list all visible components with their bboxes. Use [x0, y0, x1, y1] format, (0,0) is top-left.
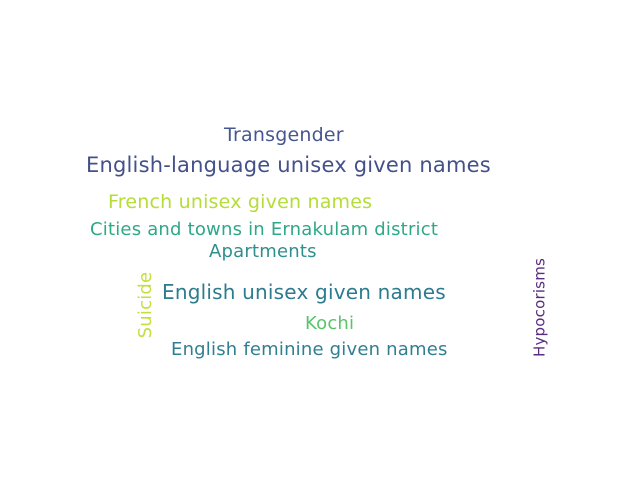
word-english-unisex-given-names: English unisex given names — [162, 280, 446, 304]
word-kochi: Kochi — [305, 313, 355, 334]
word-cities-and-towns-in-ernakulam-district: Cities and towns in Ernakulam district — [90, 219, 439, 240]
word-apartments: Apartments — [209, 241, 317, 262]
word-english-feminine-given-names: English feminine given names — [171, 339, 448, 360]
word-transgender: Transgender — [224, 124, 344, 146]
word-french-unisex-given-names: French unisex given names — [108, 191, 373, 213]
word-hypocorisms: Hypocorisms — [530, 257, 549, 358]
word-suicide: Suicide — [135, 271, 156, 339]
word-english-language-unisex-given-names: English-language unisex given names — [86, 153, 491, 177]
